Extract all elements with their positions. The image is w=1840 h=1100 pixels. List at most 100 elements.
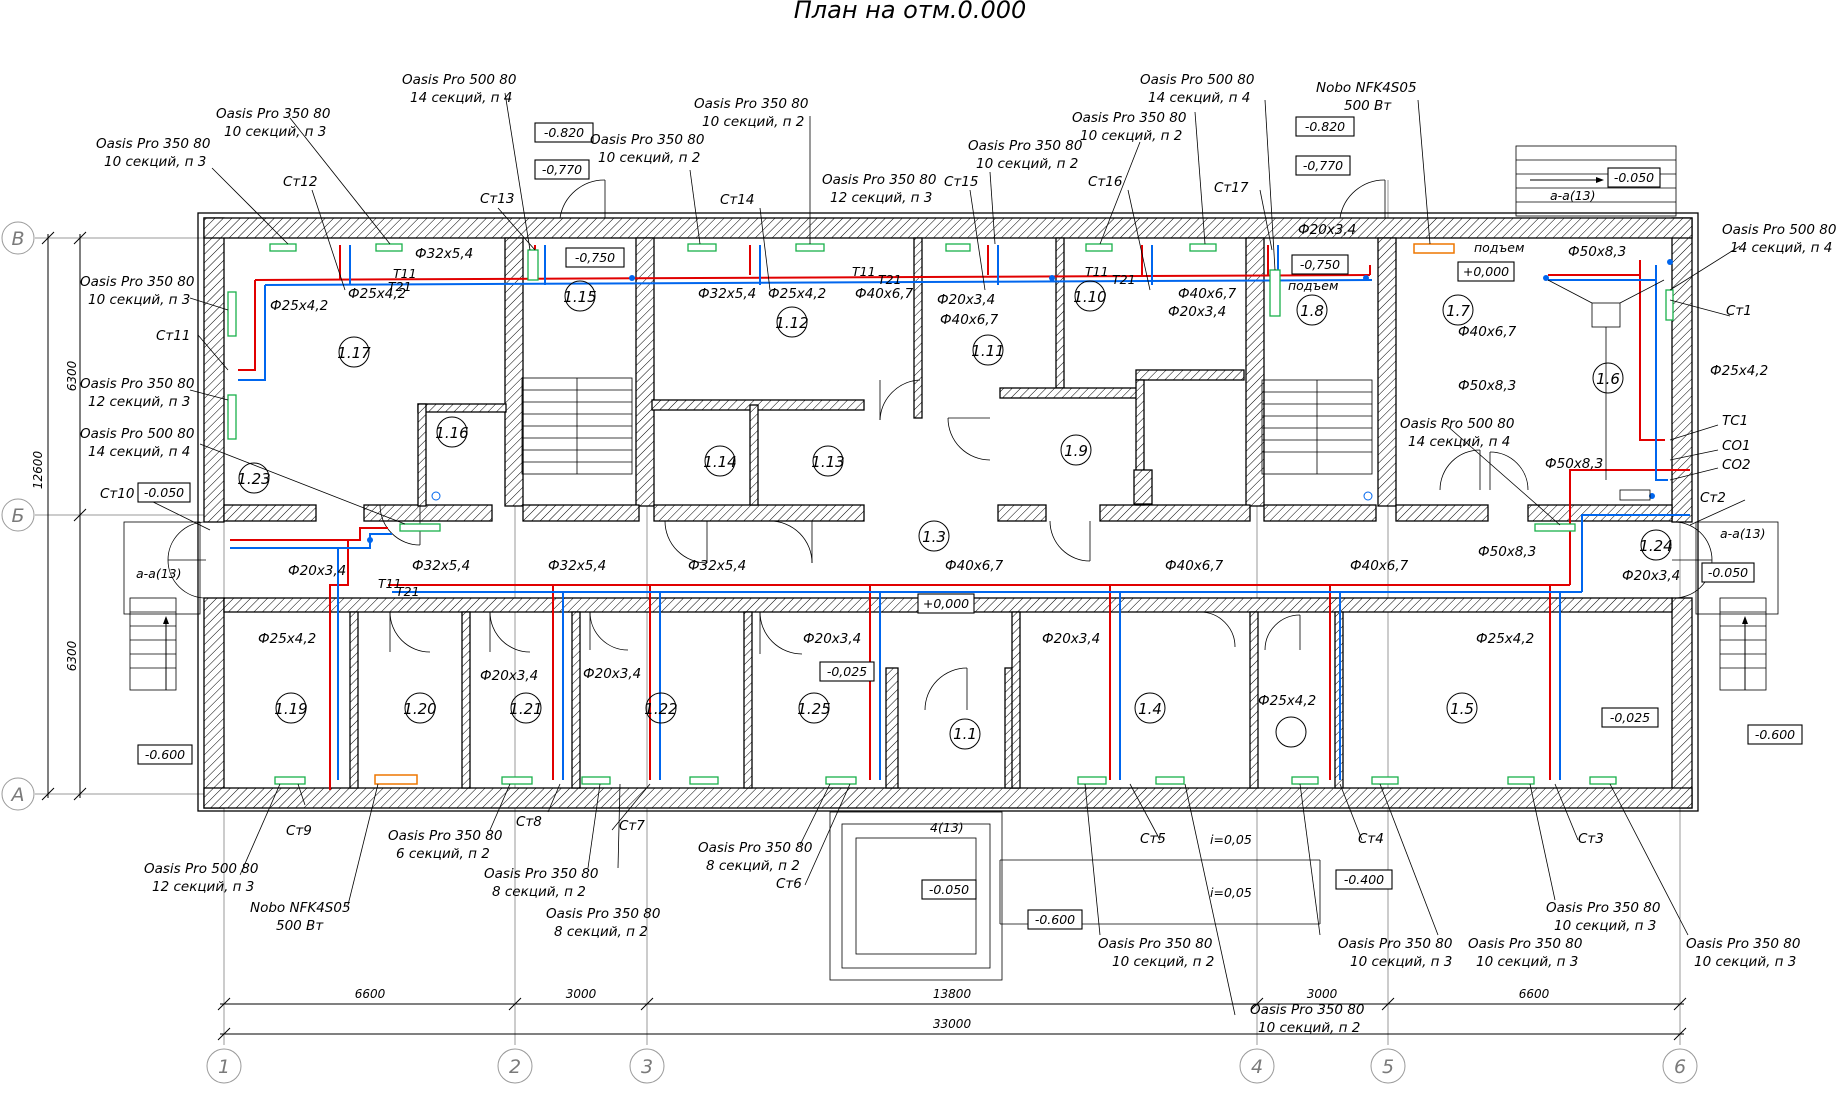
dim-33000: 33000 (933, 1017, 972, 1031)
pipe-d40-b: Ф40х6,7 (940, 312, 999, 328)
rad-lbl-3a: Oasis Pro 500 80 (402, 72, 517, 88)
room-1-9: 1.9 (1064, 442, 1088, 460)
room-1-15: 1.15 (563, 288, 596, 306)
room-1-6: 1.6 (1596, 370, 1620, 388)
rad-lbl-12a: Oasis Pro 350 80 (80, 274, 195, 290)
pipe-d25-f: Ф25х4,2 (1258, 693, 1316, 709)
room-1-10: 1.10 (1073, 288, 1106, 306)
pipe-d25-g: Ф25х4,2 (1476, 631, 1534, 647)
slope-1: i=0,05 (1210, 832, 1252, 847)
pipe-d40-d: Ф40х6,7 (1458, 324, 1517, 340)
riser-labels: Ст1 Ст2 Ст3 Ст4 Ст5 Ст6 Ст7 Ст8 Ст9 Ст10… (100, 174, 1752, 892)
axis-col-4: 4 (1251, 1056, 1263, 1078)
return-pipes-t21 (230, 245, 1690, 780)
pipe-d40-f: Ф40х6,7 (1165, 558, 1224, 574)
rad-lbl-9b: 14 секций, п 4 (1148, 90, 1250, 106)
riser-tc1: ТС1 (1722, 413, 1748, 429)
pipe-t11-c: T11 (1085, 264, 1109, 279)
section-right: а-а(13) (1720, 526, 1766, 541)
pipe-d40-c: Ф40х6,7 (1178, 286, 1237, 302)
room-1-14: 1.14 (703, 453, 736, 471)
doors (167, 179, 1713, 711)
pipe-t21-b: T21 (878, 272, 902, 287)
pipe-d20-c: Ф20х3,4 (1298, 222, 1356, 238)
axis-col-1: 1 (218, 1056, 230, 1078)
riser-st2: Ст2 (1700, 490, 1726, 506)
rad-lbl-25a: Oasis Pro 350 80 (1468, 936, 1583, 952)
rad-lbl-10b: 500 Вт (1344, 98, 1392, 114)
drawing-title: План на отм.0.000 (794, 0, 1027, 24)
rad-lbl-11a: Oasis Pro 500 80 (1722, 222, 1837, 238)
room-1-20: 1.20 (403, 700, 436, 718)
riser-st3: Ст3 (1578, 831, 1604, 847)
rad-lbl-10a: Nobo NFK4S05 (1316, 80, 1417, 96)
riser-up-1: подъем (1474, 240, 1524, 255)
level-5: -0,770 (1303, 158, 1343, 173)
section-top: а-а(13) (1550, 188, 1596, 203)
rad-lbl-13a: Oasis Pro 350 80 (80, 376, 195, 392)
rad-lbl-17a: Oasis Pro 350 80 (388, 828, 503, 844)
rad-lbl-2b: 10 секций, п 3 (224, 124, 326, 140)
level-10: -0.050 (1708, 565, 1748, 580)
riser-st1: Ст1 (1726, 303, 1752, 319)
level-2: -0,770 (542, 162, 582, 177)
level-6: -0,750 (1300, 257, 1340, 272)
axis-col-5: 5 (1382, 1056, 1394, 1078)
room-1-19: 1.19 (274, 700, 307, 718)
rad-lbl-20a: Oasis Pro 350 80 (546, 906, 661, 922)
rad-lbl-19a: Oasis Pro 350 80 (484, 866, 599, 882)
rad-lbl-23a: Oasis Pro 350 80 (1250, 1002, 1365, 1018)
pipe-d25-c: Ф25х4,2 (768, 286, 826, 302)
pipe-t21-c: T21 (1112, 272, 1136, 287)
pipe-d50-d: Ф50х8,3 (1478, 544, 1536, 560)
rad-lbl-24a: Oasis Pro 350 80 (1338, 936, 1453, 952)
rad-lbl-20b: 8 секций, п 2 (554, 924, 648, 940)
dim-3000-right: 3000 (1307, 987, 1338, 1001)
rad-lbl-15a: Oasis Pro 500 80 (1400, 416, 1515, 432)
axis-col-3: 3 (641, 1056, 653, 1078)
dim-13800: 13800 (933, 987, 972, 1001)
room-1-5: 1.5 (1450, 700, 1474, 718)
pipe-d50-b: Ф50х8,3 (1458, 378, 1516, 394)
rad-lbl-4a: Oasis Pro 350 80 (590, 132, 705, 148)
room-1-8: 1.8 (1300, 302, 1324, 320)
riser-co1: СО1 (1722, 438, 1751, 454)
level-1: -0.820 (544, 125, 584, 140)
rad-lbl-22a: Oasis Pro 350 80 (1098, 936, 1213, 952)
dim-6300-bottom: 6300 (65, 640, 79, 671)
pipe-d20-f: Ф20х3,4 (480, 668, 538, 684)
room-1-12: 1.12 (775, 314, 808, 332)
rad-lbl-1a: Oasis Pro 350 80 (96, 136, 211, 152)
pipe-d20-a: Ф20х3,4 (937, 292, 995, 308)
pipe-d40-g: Ф40х6,7 (1350, 558, 1409, 574)
riser-st15: Ст15 (944, 174, 978, 190)
room-1-11: 1.11 (971, 342, 1004, 360)
rad-lbl-27b: 10 секций, п 3 (1694, 954, 1796, 970)
pipe-d40-a: Ф40х6,7 (855, 286, 914, 302)
pipe-d32-e: Ф32х5,4 (688, 558, 746, 574)
riser-st5: Ст5 (1140, 831, 1166, 847)
rad-lbl-11b: 14 секций, п 4 (1730, 240, 1832, 256)
rad-lbl-23b: 10 секций, п 2 (1258, 1020, 1360, 1036)
dim-6600-right: 6600 (1519, 987, 1550, 1001)
rad-lbl-4b: 10 секций, п 2 (598, 150, 700, 166)
room-1-21: 1.21 (509, 700, 542, 718)
pipe-t11-b: T11 (852, 264, 876, 279)
riser-shaft (1547, 279, 1665, 501)
building-walls (197, 212, 1699, 812)
rad-lbl-26b: 10 секций, п 3 (1554, 918, 1656, 934)
room-1-7: 1.7 (1446, 302, 1470, 320)
room-numbers: 1.1 1.3 1.4 1.5 1.6 1.7 1.8 1.9 1.10 1.1… (237, 280, 1673, 750)
dim-6600-left: 6600 (355, 987, 386, 1001)
pipe-d20-e: Ф20х3,4 (288, 563, 346, 579)
room-1-4: 1.4 (1138, 700, 1162, 718)
rad-lbl-3b: 14 секций, п 4 (410, 90, 512, 106)
riser-st6: Ст6 (776, 876, 802, 892)
level-15: -0.600 (1755, 727, 1795, 742)
radiator-labels: Oasis Pro 350 80 10 секций, п 3 Oasis Pr… (80, 72, 1837, 1036)
level-16: -0.600 (1035, 912, 1075, 927)
rad-lbl-18a: Nobo NFK4S05 (250, 900, 351, 916)
pipe-labels: T11 T21 T11 T21 T11 T21 T11 T21 Ф32х5,4 … (258, 222, 1768, 709)
pipe-d32-a: Ф32х5,4 (415, 246, 473, 262)
rad-lbl-16b: 12 секций, п 3 (152, 879, 254, 895)
